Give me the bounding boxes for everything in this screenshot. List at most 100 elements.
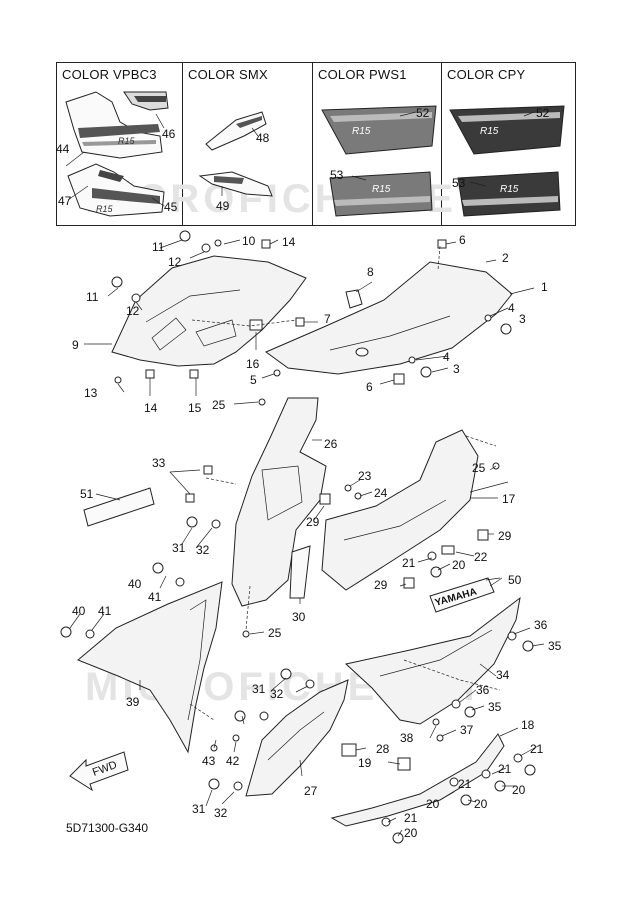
callout-52: 52 bbox=[416, 106, 430, 120]
screw-icon bbox=[179, 230, 191, 242]
part-50-yamaha-decal bbox=[429, 577, 495, 613]
color-variant-panel: COLOR VPBC3 COLOR SMX COLOR PWS1 COLOR C… bbox=[56, 62, 576, 226]
callout-36: 36 bbox=[476, 683, 490, 697]
callout-39: 39 bbox=[126, 695, 140, 709]
callout-35: 35 bbox=[548, 639, 562, 653]
screw-icon bbox=[258, 398, 266, 406]
callout-45: 45 bbox=[164, 200, 178, 214]
screw-icon bbox=[60, 626, 72, 638]
callout-52: 52 bbox=[536, 106, 550, 120]
callout-6: 6 bbox=[366, 380, 373, 394]
clip-icon bbox=[249, 319, 263, 331]
callout-4: 4 bbox=[508, 301, 515, 315]
leader-lines bbox=[65, 111, 545, 837]
panel-divider bbox=[441, 63, 442, 225]
callout-31: 31 bbox=[192, 802, 206, 816]
color-header-pws1: COLOR PWS1 bbox=[318, 67, 407, 82]
diagram-reference-code: 5D71300-G340 bbox=[66, 821, 149, 835]
decal-stripe bbox=[134, 96, 166, 102]
callout-25: 25 bbox=[472, 461, 486, 475]
callout-34: 34 bbox=[496, 668, 510, 682]
washer-icon bbox=[408, 356, 416, 364]
callout-41: 41 bbox=[98, 604, 112, 618]
decal-stripe bbox=[92, 188, 160, 204]
callout-46: 46 bbox=[162, 127, 176, 141]
washer-icon bbox=[481, 769, 491, 779]
clip-icon bbox=[477, 529, 489, 541]
callout-35: 35 bbox=[488, 700, 502, 714]
clip-icon bbox=[437, 239, 447, 249]
washer-icon bbox=[259, 711, 269, 721]
washer-icon bbox=[507, 631, 517, 641]
clip-icon bbox=[203, 465, 213, 475]
panel-divider bbox=[312, 63, 313, 225]
washer-icon bbox=[381, 817, 391, 827]
decal-set-smx bbox=[198, 111, 273, 197]
callout-20: 20 bbox=[474, 797, 488, 811]
panel-edge bbox=[145, 289, 241, 323]
washer-icon bbox=[201, 243, 211, 253]
decal-logo: R15 bbox=[500, 184, 519, 195]
clip-icon bbox=[189, 369, 199, 379]
callout-2: 2 bbox=[502, 251, 509, 265]
panel-edge bbox=[343, 499, 447, 541]
callout-9: 9 bbox=[72, 338, 79, 352]
callout-20: 20 bbox=[426, 797, 440, 811]
decal-set-pws1: R15 R15 bbox=[321, 105, 437, 217]
panel-edge bbox=[329, 315, 451, 351]
callout-22: 22 bbox=[474, 550, 488, 564]
callout-47: 47 bbox=[58, 194, 72, 208]
callout-1: 1 bbox=[541, 280, 548, 294]
screw-icon bbox=[436, 734, 444, 742]
callout-12: 12 bbox=[126, 304, 140, 318]
clip-icon bbox=[145, 369, 155, 379]
callout-16: 16 bbox=[246, 357, 260, 371]
clip-icon bbox=[403, 577, 415, 589]
decal-stripe bbox=[462, 196, 558, 206]
callout-25: 25 bbox=[268, 626, 282, 640]
callout-32: 32 bbox=[214, 806, 228, 820]
callout-51: 51 bbox=[80, 487, 94, 501]
decal-logo: R15 bbox=[118, 136, 136, 146]
callout-10: 10 bbox=[242, 234, 256, 248]
color-header-cpy: COLOR CPY bbox=[447, 67, 526, 82]
callout-37: 37 bbox=[460, 723, 474, 737]
callout-31: 31 bbox=[172, 541, 186, 555]
clip-icon bbox=[185, 493, 195, 503]
washer-icon bbox=[131, 293, 141, 303]
screw-icon bbox=[460, 794, 472, 806]
decal-set-vpbc3: R15 R15 bbox=[65, 91, 169, 217]
decal-stripe bbox=[236, 116, 262, 128]
callout-31: 31 bbox=[252, 682, 266, 696]
bracket-opening bbox=[261, 465, 303, 521]
screw-icon bbox=[524, 764, 536, 776]
callout-7: 7 bbox=[324, 312, 331, 326]
decal-logo: R15 bbox=[480, 126, 499, 137]
callout-41: 41 bbox=[148, 590, 162, 604]
part-51-decal bbox=[83, 487, 155, 527]
callout-20: 20 bbox=[512, 783, 526, 797]
callout-labels: 1 2 3 3 4 4 5 6 6 7 8 9 10 11 11 12 12 1… bbox=[56, 106, 562, 840]
washer-icon bbox=[484, 314, 492, 322]
callout-24: 24 bbox=[374, 486, 388, 500]
screw-icon bbox=[152, 562, 164, 574]
part-30-decal bbox=[289, 545, 311, 599]
callout-14: 14 bbox=[282, 235, 296, 249]
callout-17: 17 bbox=[502, 492, 516, 506]
callout-26: 26 bbox=[324, 437, 338, 451]
callout-11: 11 bbox=[152, 240, 165, 254]
screw-icon bbox=[234, 710, 246, 722]
callout-15: 15 bbox=[188, 401, 202, 415]
screw-icon bbox=[420, 366, 432, 378]
part-26-inner-bracket bbox=[231, 397, 327, 607]
decal-set-cpy: R15 R15 bbox=[449, 105, 565, 217]
washer-icon bbox=[211, 519, 221, 529]
clip-icon bbox=[261, 239, 271, 249]
clip-icon bbox=[295, 317, 305, 327]
callout-53: 53 bbox=[452, 176, 466, 190]
screw-icon bbox=[430, 566, 442, 578]
callout-38: 38 bbox=[400, 731, 414, 745]
callout-25: 25 bbox=[212, 398, 226, 412]
callout-44: 44 bbox=[56, 142, 70, 156]
